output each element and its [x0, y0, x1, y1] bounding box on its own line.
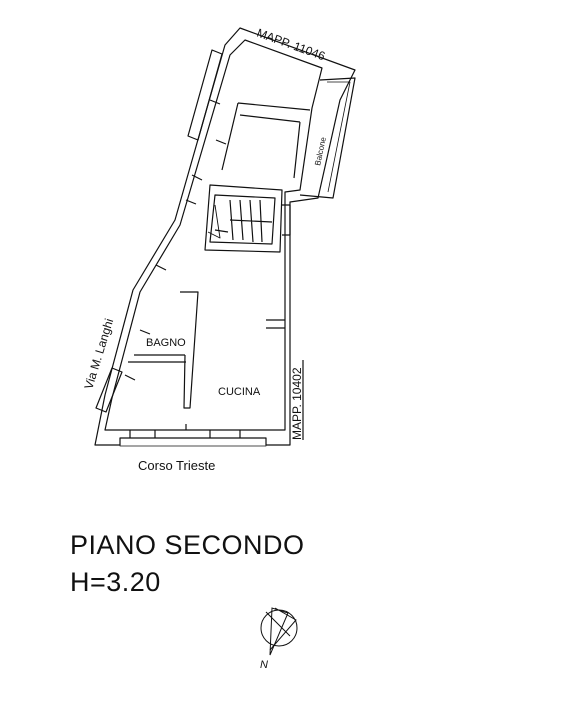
compass-icon — [260, 607, 298, 656]
bagno-label: BAGNO — [146, 337, 186, 349]
via-label: Via M. Langhi — [81, 317, 116, 391]
floor-height: H=3.20 — [70, 567, 161, 597]
outer-wall — [94, 27, 356, 446]
corso-label: Corso Trieste — [138, 458, 215, 473]
floor-title: PIANO SECONDO — [70, 530, 305, 560]
bathroom-wall — [180, 291, 199, 409]
inner-wall — [104, 39, 323, 431]
north-label: N — [260, 659, 268, 671]
balcony — [299, 77, 356, 199]
mapp-right-label: MAPP. 10402 — [290, 367, 304, 440]
cucina-label: CUCINA — [218, 386, 261, 398]
partition-upper — [221, 102, 311, 179]
ledge-bottom — [95, 367, 123, 413]
stairs — [204, 184, 283, 253]
ledge-top — [187, 49, 223, 141]
mapp-top-label: MAPP. 11046 — [255, 26, 327, 64]
